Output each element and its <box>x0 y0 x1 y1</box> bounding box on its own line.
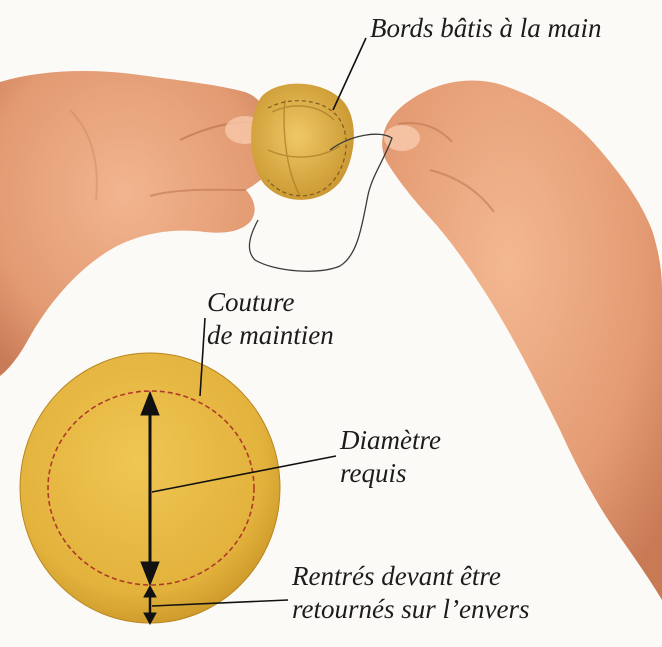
holding-stitch-line <box>47 390 255 586</box>
leader-diametre <box>151 455 337 493</box>
seam-allowance-arrow <box>143 584 157 626</box>
leader-bords <box>332 37 367 111</box>
label-seam-allowance-line2: retournés sur l’envers <box>292 594 530 624</box>
label-required-diameter: Diamètre requis <box>340 424 441 490</box>
label-hand-basted-edges: Bords bâtis à la main <box>370 13 602 43</box>
label-seam-allowance-line1: Rentrés devant être <box>292 561 501 591</box>
thread <box>248 133 393 272</box>
label-required-diameter-line1: Diamètre <box>340 425 441 455</box>
leader-lines <box>151 37 367 607</box>
label-holding-stitch-line2: de maintien <box>207 320 334 350</box>
leader-rentres <box>151 599 289 607</box>
label-seam-allowance: Rentrés devant être retournés sur l’enve… <box>292 560 529 626</box>
label-holding-stitch: Couture de maintien <box>207 286 334 352</box>
basted-fabric-piece <box>251 83 354 200</box>
label-required-diameter-line2: requis <box>340 458 407 488</box>
leader-couture <box>199 317 206 397</box>
label-holding-stitch-line1: Couture <box>207 287 295 317</box>
right-hand <box>382 80 662 601</box>
diameter-arrow <box>140 390 160 587</box>
